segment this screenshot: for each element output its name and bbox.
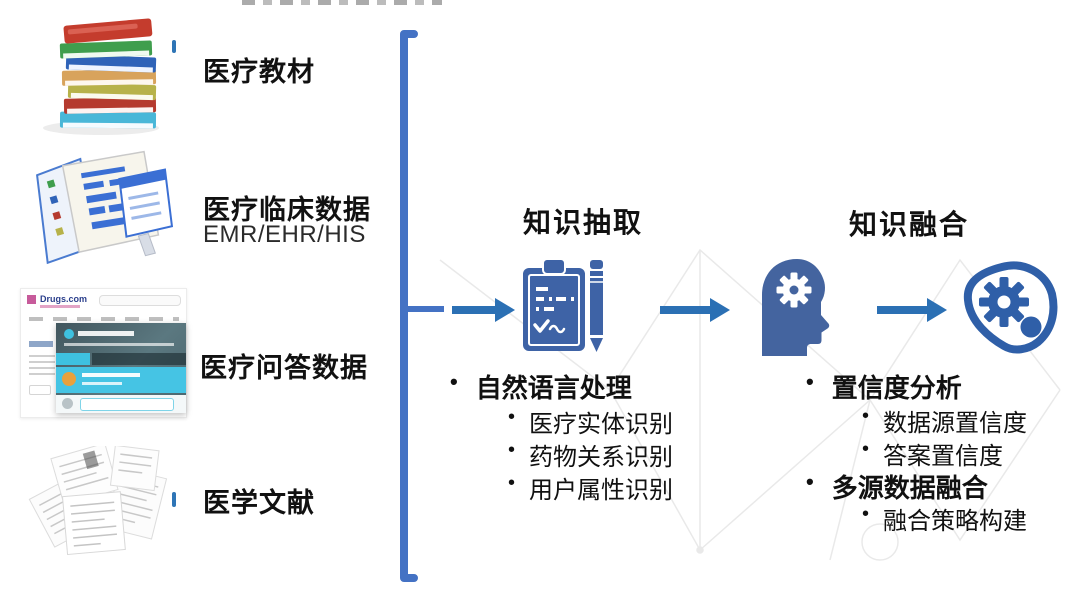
bullet-icon — [862, 438, 869, 460]
blue-tick-bottom — [172, 492, 176, 507]
grouping-bracket — [400, 30, 444, 582]
extraction-list-item: 药物关系识别 — [508, 437, 673, 472]
qa-logo-dot — [64, 329, 74, 339]
bullet-icon — [450, 370, 458, 394]
source-label-clinical: 医疗临床数据 — [203, 195, 371, 225]
qa-answer-bubble — [80, 398, 174, 411]
site-search-bar — [99, 295, 181, 306]
site-logo-mark — [27, 295, 36, 304]
site-nav-row — [29, 317, 179, 321]
bullet-icon — [862, 503, 869, 525]
extraction-title: 知识抽取 — [523, 207, 644, 238]
source-label-textbooks: 医疗教材 — [203, 57, 315, 87]
extraction-list-item: 医疗实体识别 — [508, 404, 673, 439]
qa-title-stub — [78, 331, 134, 336]
source-label-qa: 医疗问答数据 — [200, 353, 368, 383]
fusion-list-item: 融合策略构建 — [862, 501, 1027, 536]
gear-machine-icon — [963, 261, 1058, 354]
papers-image — [28, 446, 168, 556]
fusion-title: 知识融合 — [849, 209, 970, 240]
qa-avatar — [62, 372, 76, 386]
bullet-icon — [862, 405, 869, 427]
site-button-stub — [29, 385, 51, 395]
qa-tab-row — [92, 353, 186, 365]
fusion-list-item: 数据源置信度 — [862, 403, 1027, 438]
qa-answer-row — [56, 395, 186, 413]
qa-overlay-window — [56, 323, 186, 413]
books-image — [43, 18, 159, 135]
bullet-icon — [508, 439, 515, 461]
extraction-list-item: 用户属性识别 — [508, 470, 673, 505]
bullet-icon — [508, 472, 515, 494]
cropped-text-fragment — [242, 0, 442, 5]
qa-website-image: Drugs.com — [20, 288, 187, 418]
head-gear-icon — [762, 259, 830, 356]
bullet-icon — [508, 406, 515, 428]
fusion-list-item: 答案置信度 — [862, 436, 1003, 471]
source-label-literature: 医学文献 — [203, 488, 315, 518]
clipboard-pencil-icon — [523, 258, 603, 352]
qa-avatar-small — [62, 398, 73, 409]
site-paragraph-stub — [29, 355, 55, 377]
fusion-group2-heading: 多源数据融合 — [806, 468, 988, 505]
site-logo-text: Drugs.com — [40, 294, 88, 304]
site-heading-stub — [29, 341, 53, 347]
qa-tab-active — [56, 353, 90, 365]
emr-folder-image — [36, 150, 174, 265]
extraction-list-heading: 自然语言处理 — [450, 368, 632, 405]
arrow-extraction-to-fusion — [660, 298, 730, 322]
qa-question-stub — [82, 373, 140, 377]
arrow-fusion-to-output — [877, 298, 947, 322]
source-sublabel-emr: EMR/EHR/HIS — [203, 221, 366, 248]
arrow-sources-to-extraction — [452, 298, 515, 322]
qa-highlight-row — [56, 367, 186, 393]
qa-meta-stub — [82, 382, 122, 385]
site-tagline — [40, 305, 80, 308]
qa-subtitle-stub — [64, 343, 174, 346]
fusion-group1-heading: 置信度分析 — [806, 368, 962, 405]
blue-tick-top — [172, 40, 176, 53]
bullet-icon — [806, 470, 814, 494]
bullet-icon — [806, 370, 814, 394]
